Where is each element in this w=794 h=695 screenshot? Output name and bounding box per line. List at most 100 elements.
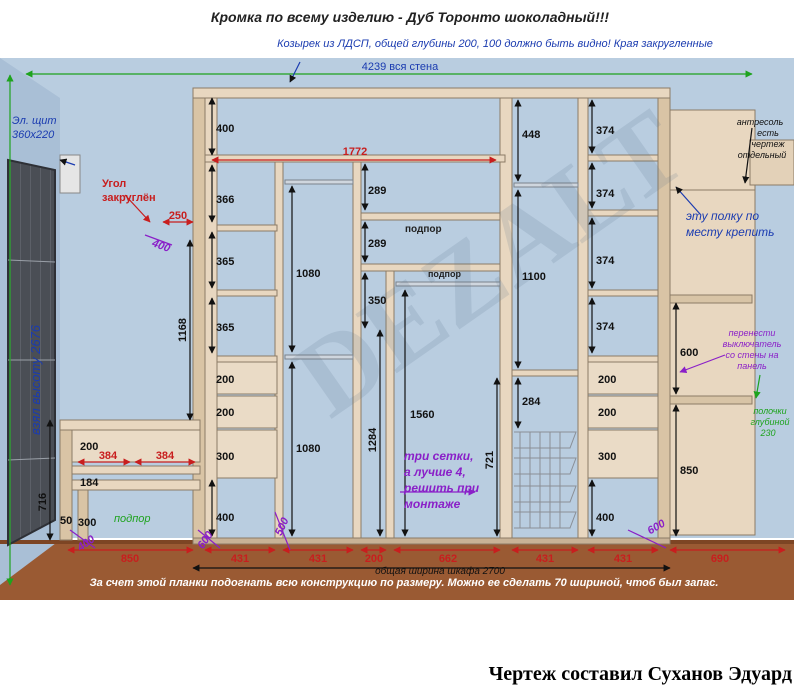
desk-dim-50: 50	[60, 515, 72, 527]
dim-250: 250	[169, 210, 187, 222]
antresol-note-2: есть	[757, 128, 779, 138]
desk-dim-384: 384	[99, 450, 118, 462]
desk-leg	[59, 429, 73, 541]
hanging-rod	[284, 354, 354, 360]
nets-note-3: решить при	[403, 481, 480, 495]
dim-1284: 1284	[367, 427, 379, 452]
desk-dim-200: 200	[80, 441, 98, 453]
bottom-dim-690: 690	[711, 553, 729, 565]
dim-200: 200	[598, 407, 616, 419]
black-dimensions: 400 366 365 365 1168 200 200 300 400 108…	[37, 123, 698, 529]
dim-374: 374	[596, 255, 615, 267]
mid-shelf	[360, 212, 501, 221]
dim-284: 284	[522, 396, 541, 408]
switch-note-4: панель	[737, 361, 767, 371]
top-panel	[192, 87, 671, 99]
shelf-fix-note-2: месту крепить	[686, 225, 774, 239]
title: Кромка по всему изделию - Дуб Торонто шо…	[211, 9, 610, 25]
desk-drawer	[71, 429, 201, 463]
bottom-dim-662: 662	[439, 553, 457, 565]
switch-note-3: со стены на	[725, 350, 778, 360]
antresol-note-1: антресоль	[737, 117, 784, 127]
nets-note-2: а лучше 4,	[404, 465, 466, 479]
desk-dim-716: 716	[37, 493, 49, 511]
dim-1560: 1560	[410, 409, 434, 421]
right-col-shelf	[587, 154, 659, 162]
bottom-dim-431: 431	[614, 553, 632, 565]
drawer	[587, 429, 659, 479]
panel-label-1: Эл. щит	[12, 115, 57, 127]
drawer	[587, 395, 659, 429]
corner-label-2: закруглён	[102, 192, 156, 204]
hanging-rod	[513, 182, 579, 188]
dim-350: 350	[368, 295, 386, 307]
dim-721: 721	[484, 451, 496, 469]
dim-400: 400	[216, 123, 234, 135]
right-col-shelf	[587, 289, 659, 297]
desk-dim-300: 300	[78, 517, 96, 529]
dim-1080: 1080	[296, 443, 320, 455]
hanging-rod	[395, 281, 501, 287]
nets-note-1: три сетки,	[404, 449, 473, 463]
right-side-column	[664, 189, 756, 536]
partition	[204, 97, 218, 543]
bottom-dim-850: 850	[121, 553, 139, 565]
dim-374: 374	[596, 321, 615, 333]
drawer	[587, 361, 659, 395]
shelves-note-3: 230	[759, 428, 775, 438]
desk-top	[59, 419, 201, 431]
left-side-panel	[192, 97, 206, 543]
bottom-dim-431: 431	[309, 553, 327, 565]
antresol-note: антресоль есть чертеж отдельный	[737, 117, 786, 160]
dim-300: 300	[598, 451, 616, 463]
dim-850: 850	[680, 465, 698, 477]
corner-label-1: Угол	[102, 178, 126, 190]
author-caption: Чертеж составил Суханов Эдуард	[488, 663, 792, 685]
nets-note: три сетки, а лучше 4, решить при монтаже	[403, 449, 480, 511]
height-label: взял высоту 2676	[28, 324, 43, 435]
dim-1100: 1100	[522, 271, 546, 283]
nets-note-4: монтаже	[404, 497, 461, 511]
visor-note: Козырек из ЛДСП, общей глубины 200, 100 …	[277, 38, 713, 50]
podpor-desk-label: подпор	[114, 513, 151, 525]
dim-366: 366	[216, 194, 234, 206]
dim-400: 400	[216, 512, 234, 524]
dim-600: 600	[680, 347, 698, 359]
desk-support	[77, 489, 89, 541]
bottom-dim-431: 431	[536, 553, 554, 565]
right-col-shelf	[587, 209, 659, 217]
right-shelf	[669, 294, 753, 304]
bottom-dim-200: 200	[365, 553, 383, 565]
wire-nets	[514, 431, 577, 529]
drawer	[216, 361, 278, 395]
door-rail	[7, 259, 56, 263]
antresol-note-3: чертеж	[751, 139, 785, 149]
dim-1168: 1168	[177, 318, 189, 342]
dim-1772: 1772	[343, 146, 367, 158]
red-dimensions: 1772 250 384 384 850 431 431 200 662 431…	[99, 146, 729, 565]
mid-shelf	[360, 263, 501, 272]
podpor-label: подпор	[405, 224, 442, 235]
dim-448: 448	[522, 129, 540, 141]
antresol-note-4: отдельный	[738, 150, 786, 160]
drawer	[216, 429, 278, 479]
dim-289: 289	[368, 185, 386, 197]
desk	[59, 419, 201, 541]
dim-365: 365	[216, 322, 234, 334]
dim-400: 400	[596, 512, 614, 524]
net-shelf	[511, 369, 579, 377]
shelf-fix-note-1: эту полку по	[686, 209, 759, 223]
dim-374: 374	[596, 188, 615, 200]
bottom-dim-431: 431	[231, 553, 249, 565]
dim-200: 200	[216, 407, 234, 419]
switch-note: перенести выключатель со стены на панель	[723, 328, 782, 371]
shelf-fix-note: эту полку по месту крепить	[686, 209, 774, 239]
right-shelf	[669, 395, 753, 405]
podpor-label: подпор	[428, 269, 461, 279]
wall-width-label: 4239 вся стена	[362, 61, 439, 73]
desk-dim-384: 384	[156, 450, 175, 462]
shelves-note-2: глубиной	[750, 417, 789, 427]
shelves-note-1: полочки	[753, 406, 786, 416]
dim-374: 374	[596, 125, 615, 137]
